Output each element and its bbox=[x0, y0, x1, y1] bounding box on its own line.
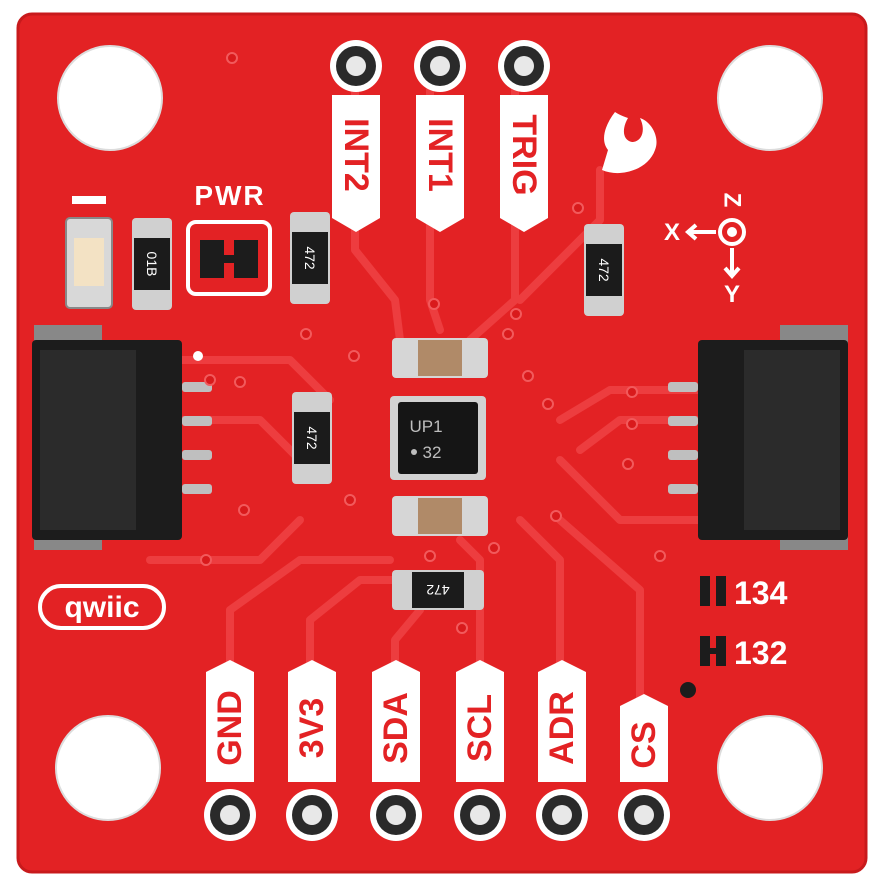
svg-text:32: 32 bbox=[423, 443, 442, 462]
axis-label-x: X bbox=[664, 219, 680, 246]
resistor-01b: 01B bbox=[132, 218, 172, 310]
pin-label-sda: SDA bbox=[377, 692, 415, 764]
pad-3v3 bbox=[286, 789, 338, 841]
pad-cs bbox=[618, 789, 670, 841]
top-pin-flags bbox=[332, 95, 548, 232]
vias bbox=[200, 52, 666, 634]
pad-int2 bbox=[330, 40, 382, 92]
svg-text:UP1: UP1 bbox=[409, 417, 442, 436]
bottom-header-pads bbox=[204, 789, 670, 841]
small-dot bbox=[193, 351, 203, 361]
pad-gnd bbox=[204, 789, 256, 841]
jumper-label-132: 132 bbox=[734, 635, 787, 671]
pin-label-gnd: GND bbox=[211, 690, 249, 766]
qwiic-connector-right-icon[interactable] bbox=[668, 325, 848, 550]
fiducial-dot bbox=[680, 682, 696, 698]
pad-scl bbox=[454, 789, 506, 841]
mounting-holes bbox=[55, 45, 823, 821]
pad-adr bbox=[536, 789, 588, 841]
sparkfun-flame-icon bbox=[602, 112, 657, 174]
pwr-led bbox=[65, 196, 113, 309]
axis-label-z: Z bbox=[719, 193, 746, 208]
pad-sda bbox=[370, 789, 422, 841]
svg-text:qwiic: qwiic bbox=[64, 591, 139, 624]
resistor-472-a: 472 bbox=[290, 212, 330, 304]
capacitor-top bbox=[392, 338, 488, 378]
qwiic-connector-left-icon[interactable] bbox=[32, 325, 212, 550]
sensor-ic: UP1 32 bbox=[390, 396, 486, 480]
capacitor-bottom bbox=[392, 496, 488, 536]
pin-label-adr: ADR bbox=[543, 691, 581, 765]
resistor-472-c: 472 bbox=[292, 392, 332, 484]
pin-label-int2: INT2 bbox=[337, 118, 375, 192]
svg-text:472: 472 bbox=[302, 246, 318, 270]
pin-label-trig: TRIG bbox=[505, 114, 543, 195]
resistor-472-d: 472 bbox=[392, 570, 484, 610]
pin-label-cs: CS bbox=[625, 721, 663, 768]
bottom-pin-flags bbox=[206, 660, 668, 782]
top-header-pads bbox=[330, 40, 550, 92]
axis-label-y: Y bbox=[724, 281, 740, 308]
jumper-134 bbox=[700, 576, 726, 606]
svg-text:472: 472 bbox=[596, 258, 612, 282]
axis-orientation-icon bbox=[684, 218, 746, 280]
pin-label-3v3: 3V3 bbox=[293, 698, 331, 759]
pad-int1 bbox=[414, 40, 466, 92]
jumper-label-134: 134 bbox=[734, 575, 788, 611]
jumper-132 bbox=[700, 636, 726, 666]
qwiic-logo: qwiic bbox=[38, 584, 166, 630]
pin-label-int1: INT1 bbox=[421, 118, 459, 192]
svg-text:472: 472 bbox=[426, 582, 450, 598]
pad-trig bbox=[498, 40, 550, 92]
svg-text:01B: 01B bbox=[144, 252, 160, 277]
pwr-label: PWR bbox=[194, 180, 265, 211]
pwr-jumper bbox=[186, 220, 272, 296]
svg-text:472: 472 bbox=[304, 426, 320, 450]
resistor-472-b: 472 bbox=[584, 224, 624, 316]
pin-label-scl: SCL bbox=[461, 694, 499, 762]
